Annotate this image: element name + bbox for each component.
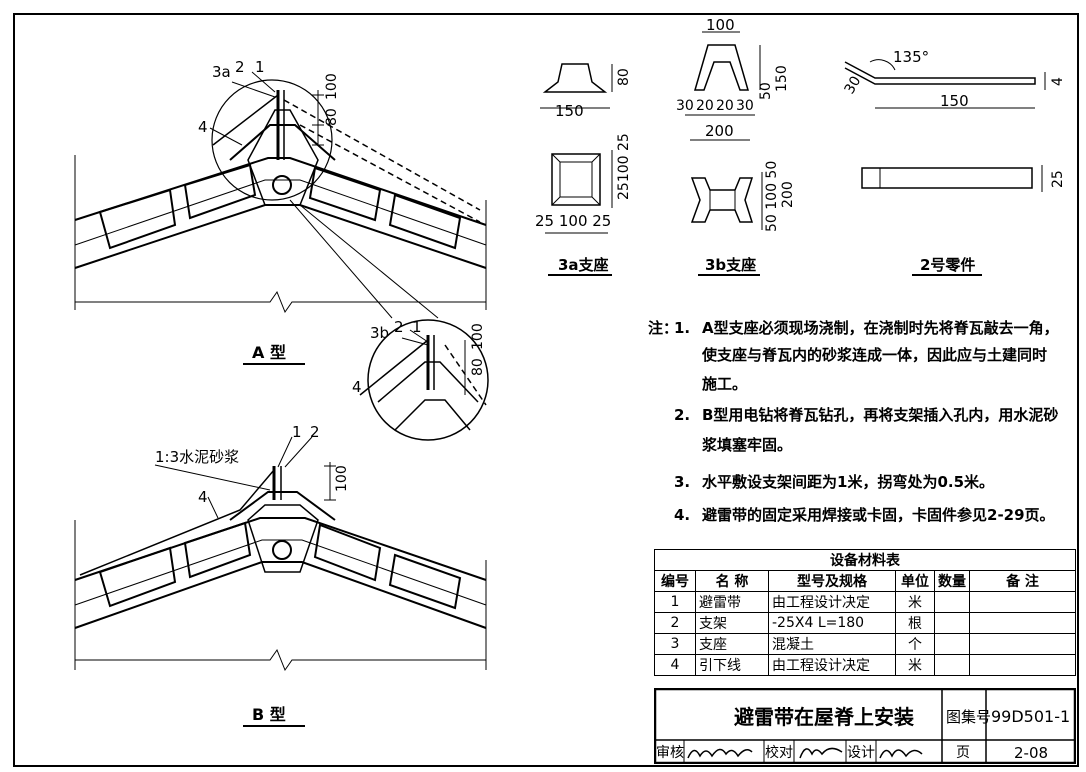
callout-3b: 3b	[370, 324, 389, 342]
check-label: 校对	[765, 744, 793, 761]
table-row: 1 避雷带 由工程设计决定 米	[654, 591, 1076, 613]
part-3a-drawings	[540, 31, 761, 234]
note-4: 4.避雷带的固定采用焊接或卡固，卡固件参见2-29页。	[674, 506, 1055, 524]
p3a-d30b: 30	[736, 98, 754, 114]
p2-angle: 135°	[893, 48, 929, 66]
type-b-detail	[359, 319, 489, 441]
callout-2b: 2	[394, 318, 404, 336]
callout-3a: 3a	[212, 63, 231, 81]
dim-100-c: 100	[334, 465, 350, 492]
p3a-side: 25100 25	[616, 133, 632, 200]
p3a-caption: 3a支座	[558, 256, 609, 274]
table-header-row: 编号 名 称 型号及规格 单位 数量 备 注	[654, 570, 1076, 592]
p3a-d150: 150	[555, 102, 584, 120]
note-1-line-2: 使支座与脊瓦内的砂浆连成一体，因此应与土建同时	[702, 346, 1048, 364]
part-2-drawings	[844, 59, 1046, 192]
design-signature	[879, 749, 923, 759]
table-row: 3 支座 混凝土 个	[654, 633, 1076, 655]
p3a-bottom: 25 100 25	[535, 212, 611, 230]
note-1: 注：1.A型支座必须现场浇制，在浇制时先将脊瓦敲去一角，	[648, 319, 1059, 337]
dim-100-b: 100	[470, 323, 486, 350]
p3b-d200: 200	[780, 181, 796, 208]
callout-4b: 4	[352, 378, 362, 396]
dim-80-b: 80	[470, 358, 486, 376]
p2-d4: 4	[1050, 77, 1066, 86]
type-b-label: B 型	[252, 705, 286, 724]
drawing-title: 避雷带在屋脊上安装	[734, 705, 914, 729]
p3a-d100: 100	[706, 16, 735, 34]
dim-100-a: 100	[324, 73, 340, 100]
table-row: 4 引下线 由工程设计决定 米	[654, 654, 1076, 676]
review-label: 审核	[656, 745, 684, 761]
callout-4c: 4	[198, 488, 208, 506]
p2-d150: 150	[940, 92, 969, 110]
dim-80-a: 80	[324, 108, 340, 126]
type-a-label: A 型	[252, 343, 286, 362]
p3a-d200: 200	[705, 122, 734, 140]
check-signature	[799, 747, 843, 759]
notes-prefix: 注：	[648, 319, 679, 337]
callout-2c: 2	[310, 423, 320, 441]
design-label: 设计	[847, 745, 875, 761]
p2-d25: 25	[1050, 170, 1066, 188]
p3b-caption: 3b支座	[705, 256, 756, 274]
page-number: 2-08	[1014, 744, 1048, 762]
p3a-d30a: 30	[676, 98, 694, 114]
callout-1: 1	[255, 58, 265, 76]
table-row: 2 支架 -25X4 L=180 根	[654, 612, 1076, 634]
p3a-d80: 80	[616, 68, 632, 86]
p3a-d50: 50	[758, 82, 774, 100]
type-b-view	[74, 436, 487, 672]
mortar-label: 1:3水泥砂浆	[155, 448, 239, 466]
table-title: 设备材料表	[654, 549, 1076, 571]
p2-caption: 2号零件	[920, 256, 975, 274]
review-signature	[687, 748, 753, 759]
p3b-side: 50 100 50	[764, 161, 780, 232]
part-3b-drawing	[690, 172, 763, 230]
p3a-d150b: 150	[774, 65, 790, 92]
atlas-label: 图集号	[946, 708, 991, 726]
callout-4: 4	[198, 118, 208, 136]
callout-1c: 1	[292, 423, 302, 441]
material-table: 设备材料表 编号 名 称 型号及规格 单位 数量 备 注 1 避雷带 由工程设计…	[654, 549, 1076, 676]
page-label: 页	[956, 745, 970, 761]
callout-2: 2	[235, 58, 245, 76]
atlas-number: 99D501-1	[991, 707, 1070, 726]
type-a-view	[74, 71, 487, 319]
note-2: 2.B型用电钻将脊瓦钻孔，再将支架插入孔内，用水泥砂	[674, 406, 1059, 424]
note-2-line-2: 浆填塞牢固。	[702, 436, 793, 454]
note-3: 3.水平敷设支架间距为1米，拐弯处为0.5米。	[674, 473, 995, 491]
p3a-d20b: 20	[716, 98, 734, 114]
p3a-d20a: 20	[696, 98, 714, 114]
note-1-line-3: 施工。	[702, 375, 748, 393]
callout-1b: 1	[412, 318, 422, 336]
p2-d30: 30	[842, 74, 865, 97]
title-block: 避雷带在屋脊上安装 图集号 99D501-1 审核 校对 设计 页 2-08	[654, 688, 1076, 764]
